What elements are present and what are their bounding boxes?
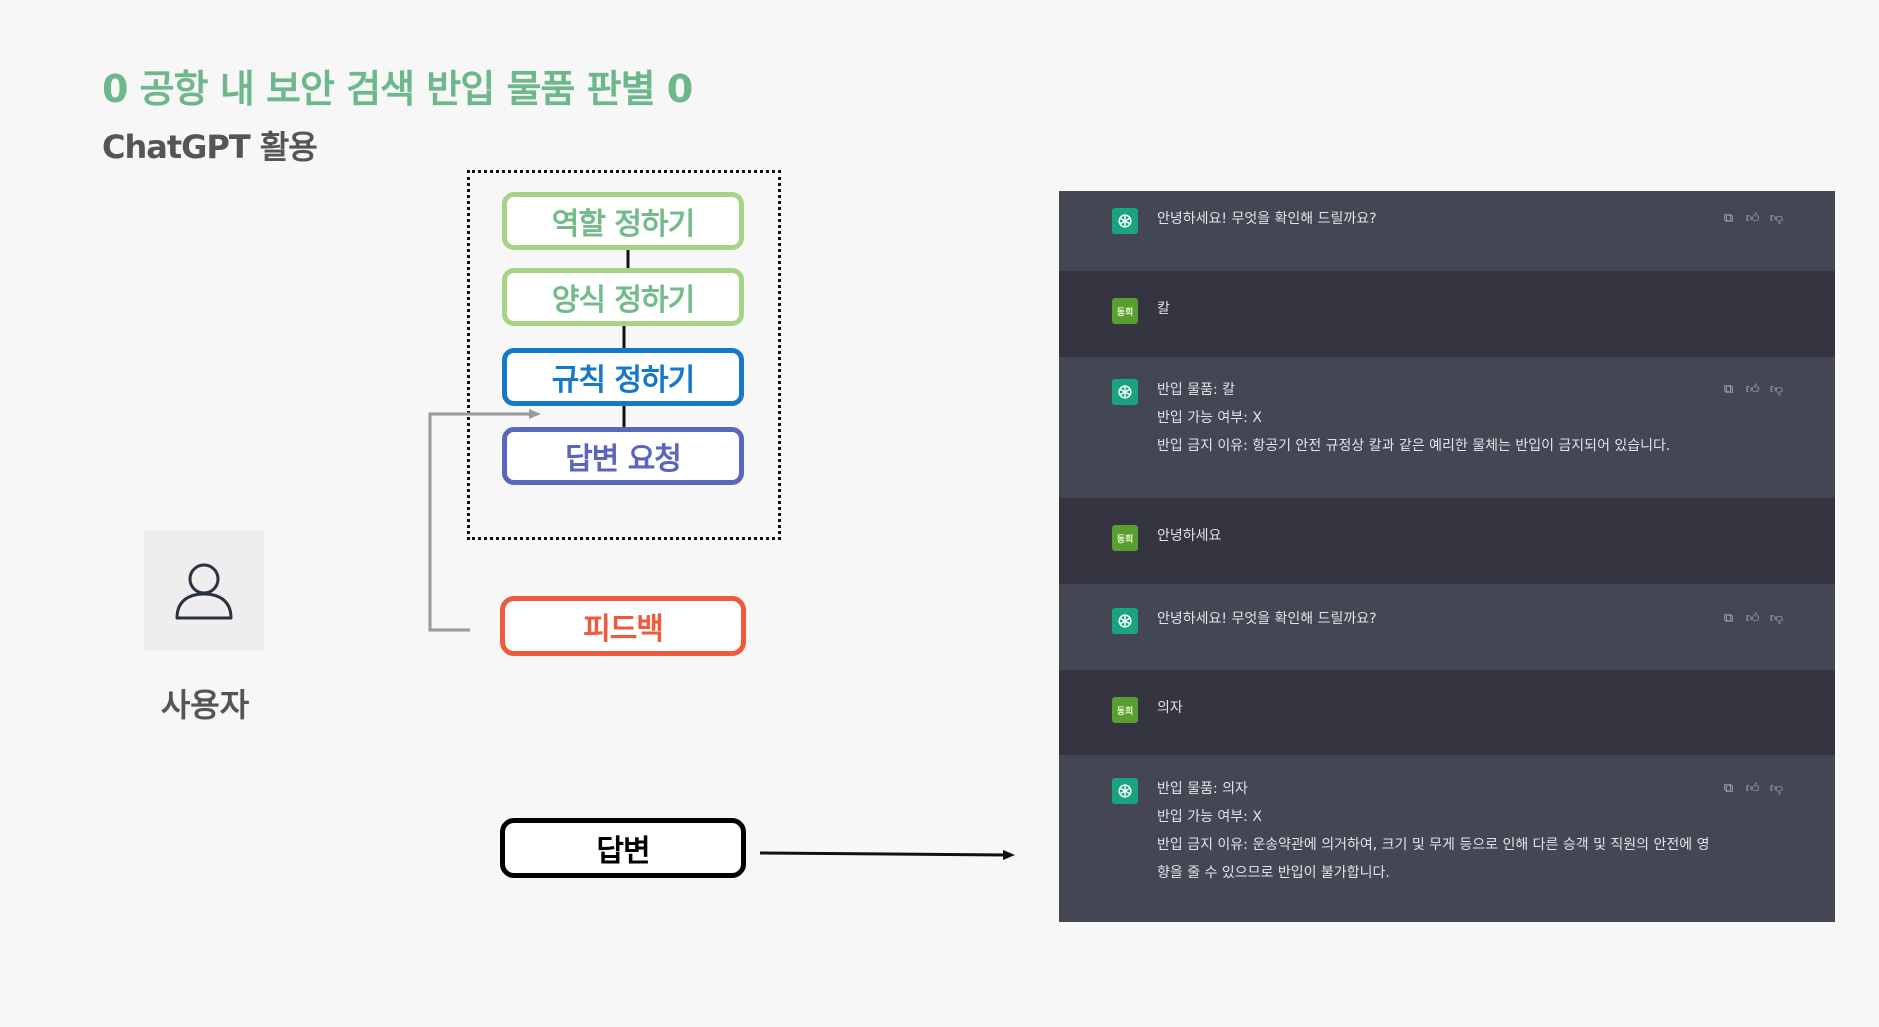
chat-message-user: 동희 칼 bbox=[1059, 271, 1835, 357]
user-chat-avatar: 동희 bbox=[1112, 525, 1138, 551]
page-subtitle: ChatGPT 활용 bbox=[102, 128, 318, 166]
chat-message-line: 안녕하세요 bbox=[1157, 528, 1222, 544]
copy-icon[interactable]: ⧉ bbox=[1723, 382, 1734, 397]
copy-icon[interactable]: ⧉ bbox=[1723, 611, 1734, 626]
chat-message-line: 향을 줄 수 있으므로 반입이 불가합니다. bbox=[1157, 865, 1390, 881]
chat-message-user: 동희 안녕하세요 bbox=[1059, 498, 1835, 584]
thumbs-down-icon[interactable]: 👎︎ bbox=[1769, 211, 1784, 226]
chat-message-line: 반입 물품: 의자 bbox=[1157, 781, 1248, 797]
answer-arrowhead bbox=[1003, 850, 1015, 860]
user-chat-avatar: 동희 bbox=[1112, 298, 1138, 324]
answer-arrow bbox=[759, 851, 1006, 857]
openai-logo-icon bbox=[1112, 608, 1138, 634]
user-chat-avatar: 동희 bbox=[1112, 697, 1138, 723]
thumbs-up-icon[interactable]: 👍︎ bbox=[1745, 781, 1760, 796]
openai-logo-icon bbox=[1112, 379, 1138, 405]
chat-message-bot: 반입 물품: 의자 반입 가능 여부: X 반입 금지 이유: 운송약관에 의거… bbox=[1059, 755, 1835, 922]
step-define-rules: 규칙 정하기 bbox=[502, 348, 744, 406]
feedback-loop-arrowhead bbox=[529, 409, 541, 419]
thumbs-up-icon[interactable]: 👍︎ bbox=[1745, 611, 1760, 626]
feedback-loop-arrow bbox=[428, 412, 535, 632]
thumbs-down-icon[interactable]: 👎︎ bbox=[1769, 382, 1784, 397]
chatgpt-conversation[interactable]: 안녕하세요! 무엇을 확인해 드릴까요? ⧉ 👍︎ 👎︎ 동희 칼 반입 물품:… bbox=[1059, 191, 1835, 922]
chat-message-line: 칼 bbox=[1157, 301, 1170, 317]
prompt-steps-frame bbox=[467, 170, 781, 540]
page-title: 0 공항 내 보안 검색 반입 물품 판별 0 bbox=[102, 67, 693, 111]
step-answer: 답변 bbox=[500, 818, 746, 878]
chat-message-user: 동희 의자 bbox=[1059, 670, 1835, 755]
chat-message-line: 의자 bbox=[1157, 700, 1183, 716]
chat-message-line: 반입 가능 여부: X bbox=[1157, 410, 1262, 426]
chat-message-line: 반입 금지 이유: 항공기 안전 규정상 칼과 같은 예리한 물체는 반입이 금… bbox=[1157, 438, 1671, 454]
chat-message-line: 반입 물품: 칼 bbox=[1157, 382, 1236, 398]
step-define-format: 양식 정하기 bbox=[502, 268, 744, 326]
thumbs-up-icon[interactable]: 👍︎ bbox=[1745, 211, 1760, 226]
copy-icon[interactable]: ⧉ bbox=[1723, 781, 1734, 796]
thumbs-down-icon[interactable]: 👎︎ bbox=[1769, 781, 1784, 796]
step-feedback: 피드백 bbox=[500, 596, 746, 656]
chat-message-bot: 반입 물품: 칼 반입 가능 여부: X 반입 금지 이유: 항공기 안전 규정… bbox=[1059, 357, 1835, 498]
chat-message-line: 반입 금지 이유: 운송약관에 의거하여, 크기 및 무게 등으로 인해 다른 … bbox=[1157, 837, 1710, 853]
openai-logo-icon bbox=[1112, 208, 1138, 234]
chat-message-line: 안녕하세요! 무엇을 확인해 드릴까요? bbox=[1157, 611, 1377, 627]
chat-message-bot: 안녕하세요! 무엇을 확인해 드릴까요? ⧉ 👍︎ 👎︎ bbox=[1059, 191, 1835, 271]
user-icon bbox=[175, 563, 233, 620]
chat-message-bot: 안녕하세요! 무엇을 확인해 드릴까요? ⧉ 👍︎ 👎︎ bbox=[1059, 584, 1835, 670]
step-request-answer: 답변 요청 bbox=[502, 427, 744, 485]
step-define-role: 역할 정하기 bbox=[502, 192, 744, 250]
chat-message-line: 안녕하세요! 무엇을 확인해 드릴까요? bbox=[1157, 211, 1377, 227]
copy-icon[interactable]: ⧉ bbox=[1723, 211, 1734, 226]
chat-message-line: 반입 가능 여부: X bbox=[1157, 809, 1262, 825]
thumbs-up-icon[interactable]: 👍︎ bbox=[1745, 382, 1760, 397]
user-label: 사용자 bbox=[160, 686, 250, 724]
openai-logo-icon bbox=[1112, 778, 1138, 804]
thumbs-down-icon[interactable]: 👎︎ bbox=[1769, 611, 1784, 626]
user-avatar-box bbox=[144, 530, 264, 650]
